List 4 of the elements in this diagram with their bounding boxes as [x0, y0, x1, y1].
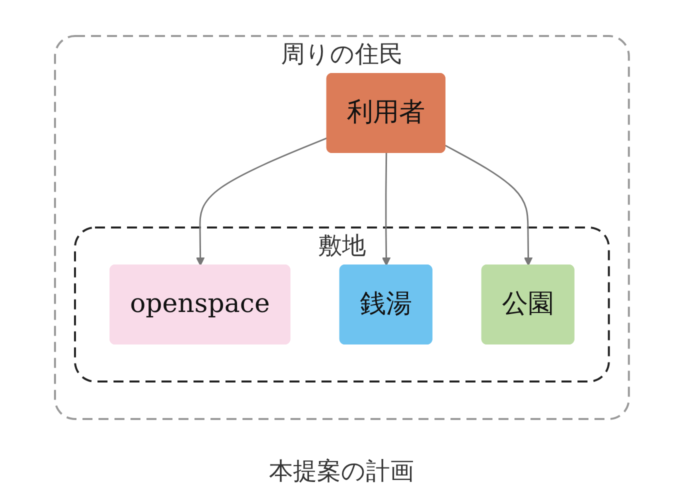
arrow — [196, 137, 328, 266]
caption: 本提案の計画 — [268, 456, 415, 487]
arrow — [444, 144, 532, 266]
arrow — [381, 152, 390, 266]
